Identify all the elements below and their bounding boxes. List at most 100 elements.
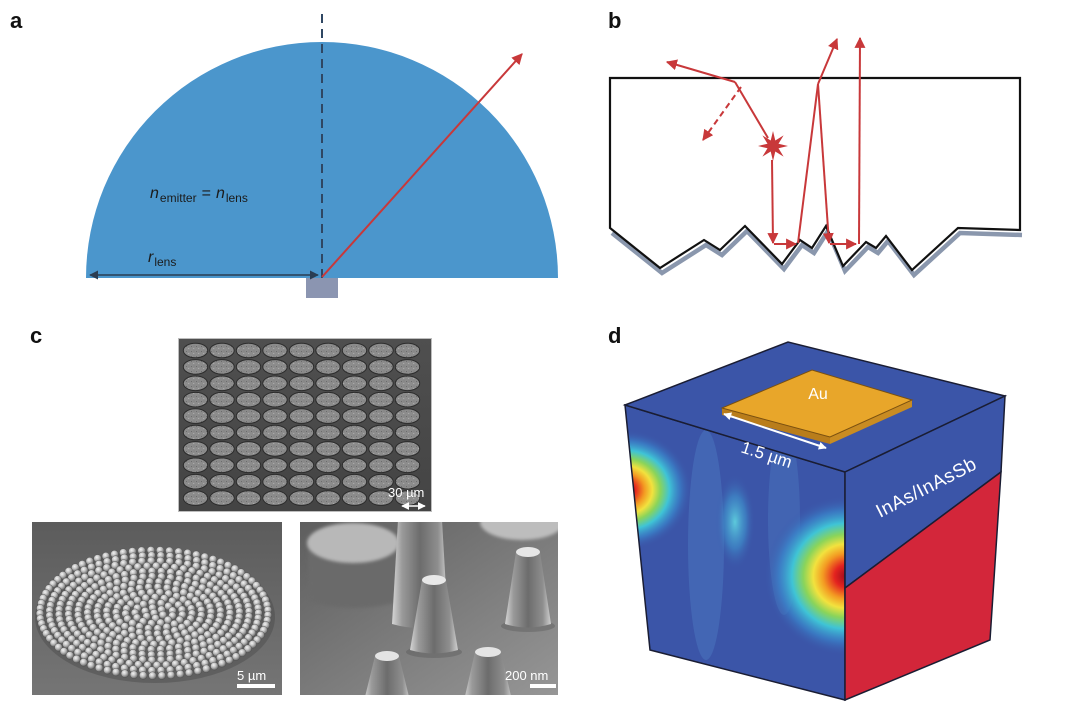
- microlens: [288, 342, 315, 359]
- microlens: [394, 473, 421, 490]
- microlens: [341, 391, 368, 408]
- nanosphere: [217, 659, 227, 668]
- emitter-index-symbol: n: [150, 185, 159, 202]
- microlens: [394, 441, 421, 457]
- microlens-grid: [182, 342, 421, 506]
- equals-sign: =: [202, 185, 211, 202]
- microlens: [368, 457, 394, 474]
- microlens: [209, 441, 235, 457]
- microlens: [182, 359, 209, 375]
- microlens: [341, 473, 368, 490]
- microlens: [288, 424, 315, 441]
- microlens: [315, 391, 341, 408]
- microlens: [182, 391, 209, 408]
- microlens: [209, 408, 235, 424]
- microlens: [315, 441, 341, 457]
- scale-bar-5um: [237, 684, 275, 688]
- nanosphere: [143, 660, 152, 670]
- nanopillar-top: [475, 647, 501, 657]
- microlens: [368, 473, 394, 490]
- ray-to-top-surface: [734, 81, 769, 139]
- microlens: [341, 408, 368, 424]
- nanosphere: [213, 640, 222, 649]
- nanosphere: [148, 671, 157, 680]
- hemispherical-lens: [86, 42, 558, 278]
- downward-ray-arrow: [767, 159, 779, 245]
- nanosphere: [175, 615, 184, 624]
- microlens: [235, 457, 262, 474]
- microlens: [368, 408, 394, 424]
- nanosphere: [113, 625, 122, 635]
- microlens: [315, 473, 341, 490]
- microlens: [315, 342, 341, 359]
- nanosphere: [65, 651, 75, 660]
- microlens: [209, 473, 235, 490]
- microlens: [288, 441, 315, 457]
- nanosphere: [136, 633, 146, 643]
- nanosphere: [83, 638, 92, 647]
- nanosphere: [166, 655, 175, 664]
- nanosphere: [86, 661, 96, 670]
- nanopillar: [465, 652, 511, 695]
- nanosphere: [231, 652, 241, 661]
- microlens: [209, 342, 235, 359]
- microlens: [182, 441, 209, 457]
- microlens: [341, 424, 368, 441]
- microlens: [182, 424, 209, 441]
- index-matching-equation: nemitter=nlens: [150, 185, 248, 205]
- nanosphere: [59, 647, 69, 656]
- nanosphere: [158, 610, 168, 620]
- scale-bar-200nm: [530, 684, 556, 688]
- microlens: [182, 473, 209, 490]
- microlens: [288, 391, 315, 408]
- nanosphere: [225, 640, 234, 650]
- nanopillar: [365, 656, 409, 695]
- emission-source-star-icon: [758, 131, 788, 161]
- scale-bar-label-200nm: 200 nm: [505, 668, 548, 683]
- microlens: [182, 457, 209, 474]
- nanosphere: [225, 655, 234, 665]
- microlens: [394, 457, 421, 474]
- nanosphere: [230, 636, 239, 645]
- nanosphere: [72, 654, 81, 664]
- microlens: [262, 408, 288, 424]
- microlens: [262, 359, 288, 375]
- microlens: [315, 375, 341, 392]
- microlens: [209, 490, 235, 506]
- sem-microlens-array-image: 30 µm: [178, 338, 432, 512]
- nanopillar: [410, 580, 458, 654]
- microlens: [262, 457, 288, 474]
- microlens: [394, 408, 421, 424]
- microlens: [288, 375, 315, 392]
- reflected-ray-dashed-arrow: [702, 86, 742, 141]
- microlens: [182, 408, 209, 424]
- microlens: [341, 375, 368, 392]
- nanosphere: [74, 576, 83, 586]
- nanosphere: [137, 557, 146, 566]
- panel-b-textured-surface-diagram: [608, 36, 1023, 279]
- blurred-dome: [480, 522, 558, 540]
- nanosphere: [132, 613, 142, 622]
- microlens: [262, 375, 288, 392]
- nanosphere: [193, 666, 202, 676]
- semiconductor-slab-outline: [608, 76, 1022, 272]
- nanosphere: [207, 643, 216, 653]
- microlens: [288, 490, 315, 506]
- microlens: [368, 424, 394, 441]
- panel-label-d: d: [608, 323, 621, 348]
- radius-subscript: lens: [154, 255, 176, 269]
- microlens: [209, 375, 235, 392]
- microlens: [341, 457, 368, 474]
- microlens: [288, 457, 315, 474]
- nanosphere: [175, 653, 184, 663]
- microlens: [394, 375, 421, 392]
- microlens: [368, 375, 394, 392]
- microlens: [315, 408, 341, 424]
- panel-d-detector-cube: Au 1.5 µm InAs/InAsSb: [622, 341, 1008, 702]
- nanosphere: [139, 671, 148, 680]
- nanosphere: [185, 668, 194, 677]
- microlens: [235, 342, 262, 359]
- nanosphere: [72, 639, 81, 648]
- vertical-escape-ray-arrow: [854, 36, 866, 245]
- microlens: [368, 359, 394, 375]
